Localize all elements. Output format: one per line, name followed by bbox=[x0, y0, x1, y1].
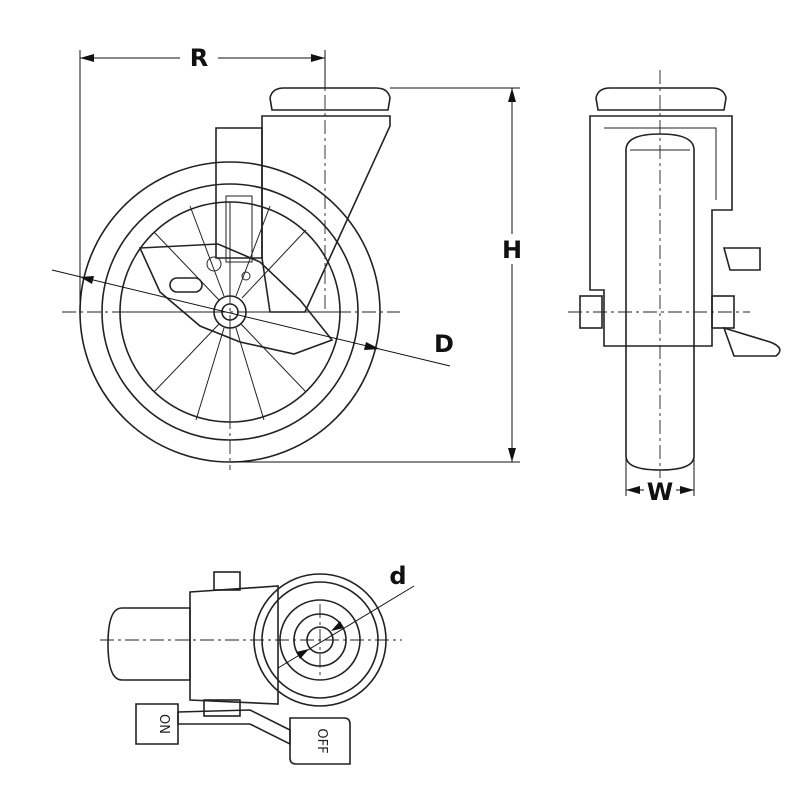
front-brake-pedal-lower bbox=[722, 326, 781, 357]
brake-on-label: ON bbox=[156, 714, 171, 734]
side-top-plate bbox=[269, 87, 391, 111]
front-fork-inner bbox=[604, 127, 717, 200]
top-fork-body bbox=[189, 585, 279, 705]
front-fork bbox=[589, 115, 733, 347]
side-brake-slot bbox=[169, 277, 203, 293]
height-dimension: H bbox=[230, 87, 528, 463]
bolt-hole-dimension: d bbox=[277, 562, 415, 669]
top-wheel-outline bbox=[107, 607, 191, 681]
width-label: W bbox=[647, 478, 673, 506]
side-brake-inner bbox=[225, 195, 253, 263]
wheel-diameter-dimension: D bbox=[51, 269, 454, 367]
brake-tab-off bbox=[289, 717, 351, 765]
radius-label: R bbox=[190, 44, 208, 72]
top-view: ON OFF bbox=[100, 571, 402, 765]
brake-tab-on bbox=[135, 703, 179, 745]
side-brake-pin bbox=[241, 271, 251, 281]
bolt-hole-label: d bbox=[389, 562, 406, 590]
brake-off-label: OFF bbox=[314, 728, 329, 753]
front-view bbox=[568, 70, 781, 486]
side-brake-housing bbox=[215, 127, 263, 259]
front-wheel bbox=[625, 133, 695, 471]
brake-link bbox=[177, 709, 291, 746]
side-view bbox=[62, 70, 400, 470]
front-brake-pedal bbox=[722, 247, 761, 271]
width-dimension: W bbox=[625, 458, 695, 506]
wheel-diameter-label: D bbox=[434, 330, 454, 358]
front-top-plate bbox=[595, 87, 727, 111]
height-label: H bbox=[502, 236, 522, 264]
side-brake-pivot bbox=[206, 256, 222, 272]
top-lower-nut bbox=[203, 699, 241, 717]
side-brake-lever bbox=[138, 243, 334, 355]
top-bolt-head bbox=[213, 571, 241, 591]
radius-dimension: R bbox=[79, 44, 326, 312]
